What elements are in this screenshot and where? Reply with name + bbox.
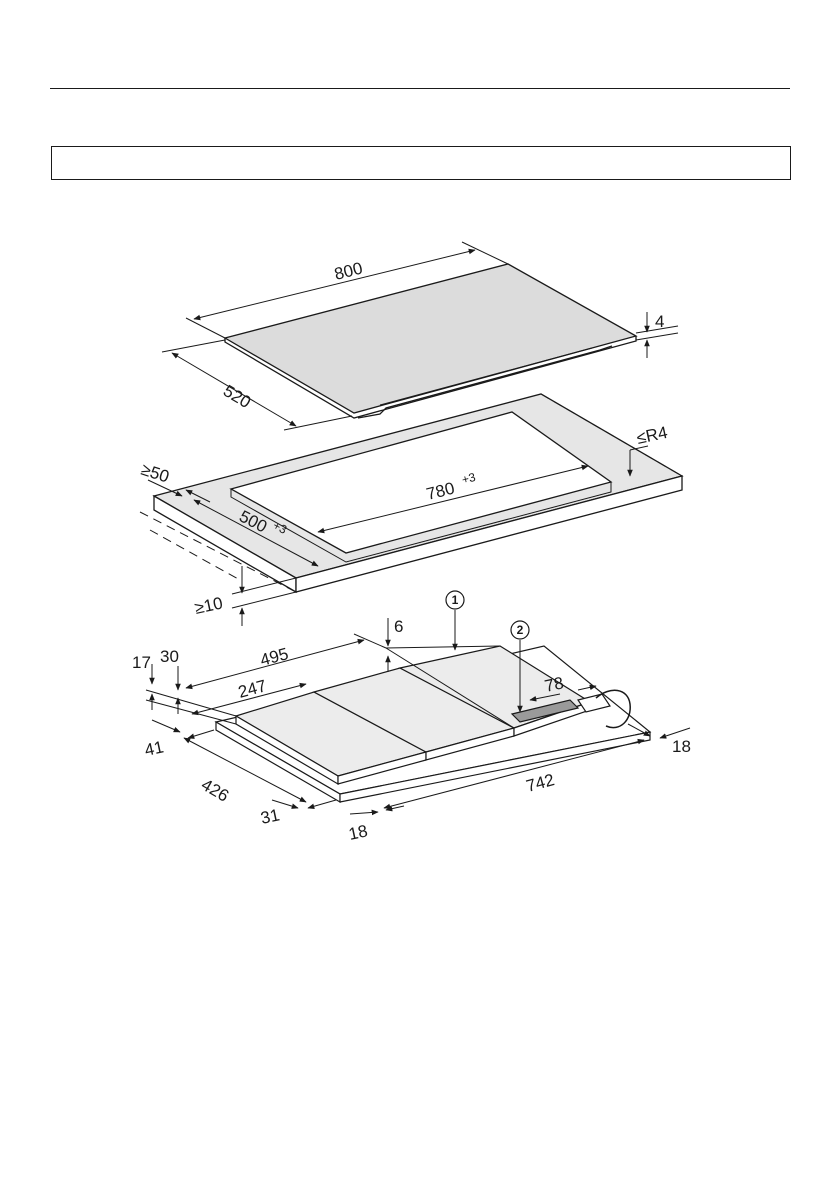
label-ge50: ≥50: [139, 460, 172, 487]
label-41: 41: [143, 737, 165, 760]
callout-2: 2: [511, 621, 529, 639]
label-le-r4: ≤R4: [635, 423, 669, 448]
worktop-front-right: [296, 476, 682, 592]
label-742: 742: [524, 770, 556, 796]
hob-underside: [216, 646, 650, 802]
label-18-right: 18: [672, 737, 691, 756]
label-30: 30: [160, 647, 179, 666]
label-780-tol: +3: [460, 470, 477, 487]
label-18-front: 18: [347, 821, 369, 844]
label-800: 800: [332, 259, 364, 284]
worktop-cutout: [154, 394, 682, 592]
label-520: 520: [220, 381, 254, 412]
label-426: 426: [198, 775, 232, 806]
label-495: 495: [258, 644, 290, 670]
label-247: 247: [236, 676, 268, 702]
hob-top-view: [225, 264, 636, 418]
label-78: 78: [543, 673, 565, 696]
hob-glass-top: [225, 264, 636, 413]
label-4: 4: [655, 312, 664, 331]
label-17: 17: [132, 653, 151, 672]
label-6: 6: [394, 617, 403, 636]
callout-1: 1: [446, 591, 464, 609]
label-780: 780: [424, 479, 456, 504]
callout-1-text: 1: [452, 593, 459, 607]
label-31: 31: [259, 805, 281, 828]
label-ge10: ≥10: [193, 593, 225, 617]
callout-2-text: 2: [517, 623, 524, 637]
